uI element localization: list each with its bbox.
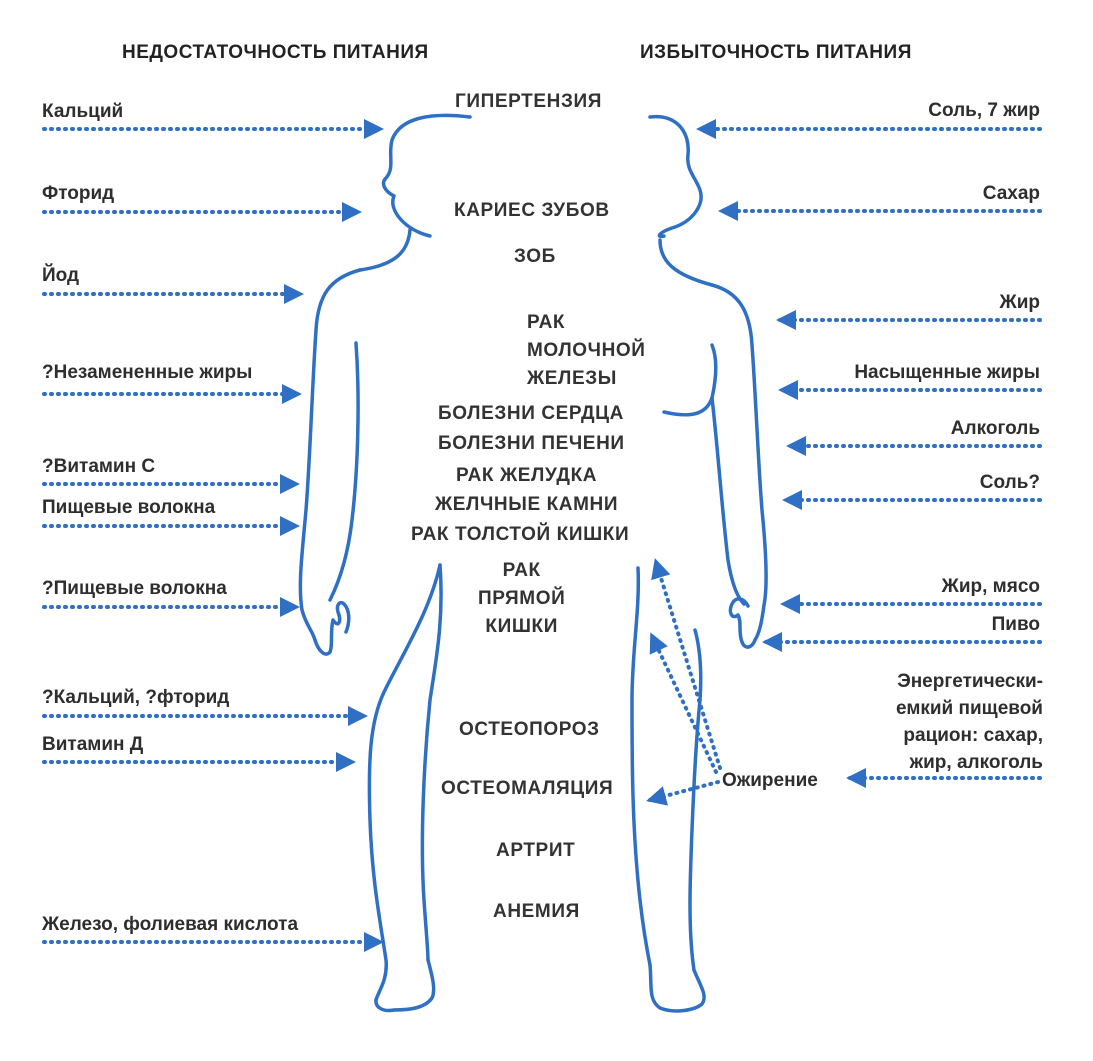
left-leg-outer <box>367 563 442 1002</box>
label-fiber-2: ?Пищевые волокна <box>42 578 227 599</box>
disease-rectal-cancer: РАК ПРЯМОЙ КИШКИ <box>478 560 566 637</box>
neck-left <box>358 228 412 272</box>
disease-osteoporosis: ОСТЕОПОРОЗ <box>459 719 600 740</box>
right-leg-outer <box>688 628 703 972</box>
disease-liver: БОЛЕЗНИ ПЕЧЕНИ <box>438 433 625 454</box>
label-sugar: Сахар <box>982 183 1040 204</box>
label-salt-fat: Соль, 7 жир <box>928 100 1040 121</box>
header-deficiency: НЕДОСТАТОЧНОСТЬ ПИТАНИЯ <box>122 42 429 63</box>
disease-osteomalacia: ОСТЕОМАЛЯЦИЯ <box>441 778 614 799</box>
label-calcium: Кальций <box>42 101 124 122</box>
head-right-outline <box>648 114 703 239</box>
label-salt-q: Соль? <box>979 472 1040 493</box>
left-arm-inner <box>328 341 360 602</box>
right-foot <box>648 963 706 1013</box>
arrow-obesity-colon <box>651 558 722 770</box>
right-leg-inner <box>630 566 652 967</box>
disease-gallstones: ЖЕЛЧНЫЕ КАМНИ <box>435 494 619 515</box>
label-alcohol: Алкоголь <box>950 418 1040 439</box>
label-energy-diet: Энергетически- емкий пищевой рацион: сах… <box>896 671 1043 773</box>
left-arm-outer <box>298 268 362 642</box>
label-saturated-fats: Насыщенные жиры <box>854 362 1040 383</box>
disease-colon-cancer: РАК ТОЛСТОЙ КИШКИ <box>411 524 630 545</box>
excess-arrows <box>646 119 1042 806</box>
label-fluoride: Фторид <box>42 183 115 204</box>
label-beer: Пиво <box>991 614 1040 635</box>
label-iodine: Йод <box>42 265 80 286</box>
left-foot <box>374 958 436 1013</box>
arrow-obesity-rectum <box>649 632 718 774</box>
right-arm-inner <box>662 343 718 417</box>
deficiency-arrows <box>42 119 384 952</box>
label-obesity: Ожирение <box>722 770 818 791</box>
right-arm-inner-lower <box>710 396 746 606</box>
disease-breast-cancer: РАК МОЛОЧНОЙ ЖЕЛЕЗЫ <box>527 312 646 389</box>
disease-anemia: АНЕМИЯ <box>493 901 580 922</box>
label-vitamin-d: Витамин Д <box>42 734 144 755</box>
left-hand <box>313 600 351 656</box>
neck-right <box>658 238 714 287</box>
disease-hypertension: ГИПЕРТЕНЗИЯ <box>455 91 602 112</box>
disease-caries: КАРИЕС ЗУБОВ <box>454 200 610 221</box>
label-calcium-fluoride: ?Кальций, ?фторид <box>42 687 230 708</box>
label-fat: Жир <box>999 292 1040 313</box>
body-outline <box>298 113 768 1013</box>
label-essential-fats: ?Незамененные жиры <box>42 362 253 383</box>
right-arm-outer <box>710 283 768 642</box>
label-fat-meat: Жир, мясо <box>941 576 1040 597</box>
head-left-outline <box>381 113 472 238</box>
label-vitamin-c: ?Витамин С <box>42 456 156 477</box>
left-leg-inner <box>420 563 443 962</box>
disease-arthritis: АРТРИТ <box>496 840 576 861</box>
header-excess: ИЗБЫТОЧНОСТЬ ПИТАНИЯ <box>640 42 912 63</box>
disease-goiter: ЗОБ <box>514 246 556 267</box>
disease-heart: БОЛЕЗНИ СЕРДЦА <box>438 403 624 424</box>
arrow-obesity-osteomalacia <box>646 780 720 806</box>
label-fiber-1: Пищевые волокна <box>42 497 216 518</box>
label-iron-folate: Железо, фолиевая кислота <box>42 914 299 935</box>
right-hand <box>728 597 757 649</box>
disease-stomach-cancer: РАК ЖЕЛУДКА <box>456 465 598 486</box>
